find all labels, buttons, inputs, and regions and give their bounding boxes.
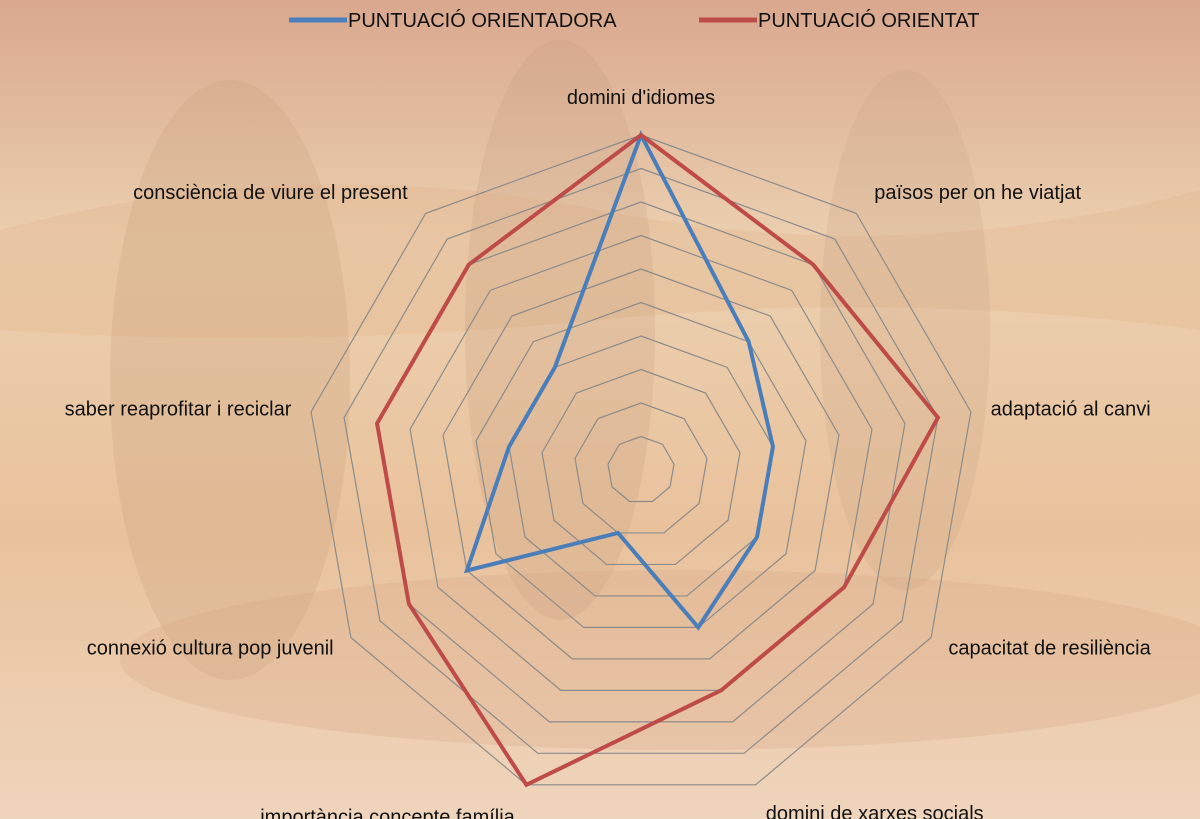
series-line-orientat [374, 132, 941, 788]
grid-ring-5 [475, 301, 807, 628]
axis-labels: domini d'idiomes països per on he viatjat… [65, 87, 1152, 819]
grid-ring-3 [541, 368, 741, 566]
radar-series [374, 130, 941, 788]
series-line-orientadora [463, 130, 776, 631]
axis-label-2: adaptació al canvi [991, 398, 1151, 420]
axis-label-0: domini d'idiomes [567, 87, 715, 109]
grid-ring-6 [442, 268, 840, 660]
legend-item-orientat: PUNTUACIÓ ORIENTAT [699, 9, 979, 32]
grid-ring-1 [607, 435, 675, 503]
legend-label-orientat: PUNTUACIÓ ORIENTAT [758, 9, 979, 32]
axis-label-3: capacitat de resiliència [948, 638, 1151, 660]
grid-ring-7 [409, 234, 873, 691]
grid-ring-10 [310, 134, 972, 786]
axis-label-8: consciència de viure el present [133, 182, 408, 204]
legend-item-orientadora: PUNTUACIÓ ORIENTADORA [289, 9, 617, 32]
grid-ring-2 [574, 402, 708, 534]
axis-label-6: connexió cultura pop juvenil [87, 638, 334, 660]
axis-label-1: països per on he viatjat [874, 182, 1081, 204]
axis-label-4: domini de xarxes socials [766, 803, 984, 819]
axis-label-7: saber reaprofitar i reciclar [65, 398, 292, 420]
radar-grid [310, 134, 972, 786]
axis-label-5: importància concepte família [260, 807, 515, 819]
legend: PUNTUACIÓ ORIENTADORA PUNTUACIÓ ORIENTAT [289, 9, 979, 32]
grid-ring-9 [343, 167, 939, 754]
legend-label-orientadora: PUNTUACIÓ ORIENTADORA [348, 9, 617, 32]
